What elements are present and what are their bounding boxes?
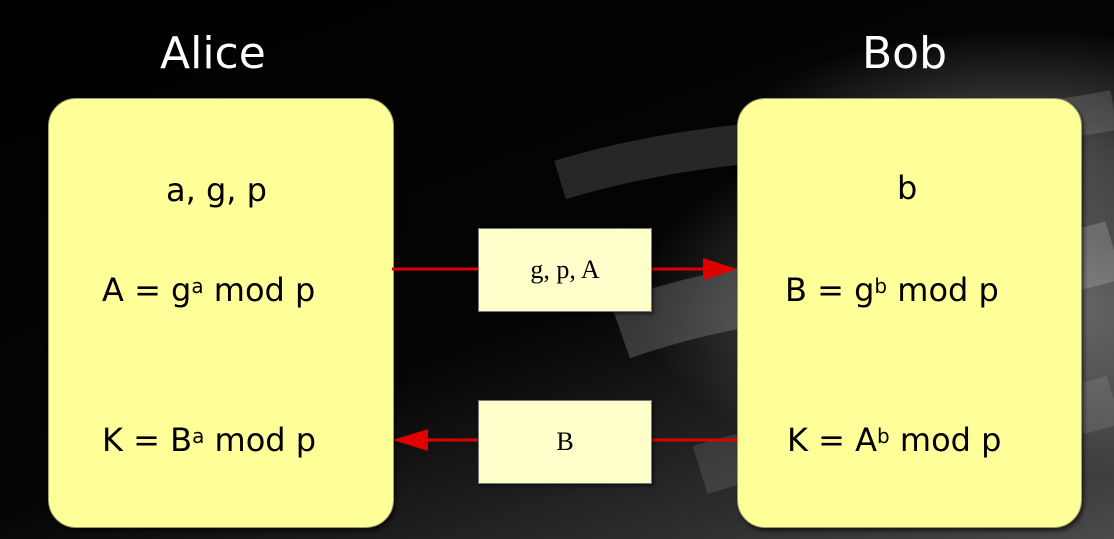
alice-variables: a, g, p xyxy=(166,171,267,209)
arrow-head-to-alice xyxy=(393,429,428,451)
bob-public-value: B = gb mod p xyxy=(785,270,999,310)
alice-public-lhs: A = g xyxy=(102,271,192,309)
message-to-bob: g, p, A xyxy=(478,228,652,312)
alice-panel xyxy=(48,98,394,528)
alice-name: Alice xyxy=(160,28,266,79)
bob-key-rhs: mod p xyxy=(889,421,1002,459)
bob-shared-key: K = Ab mod p xyxy=(787,420,1001,460)
alice-key-lhs: K = B xyxy=(102,421,193,459)
message-to-alice: B xyxy=(478,400,652,484)
bob-key-lhs: K = A xyxy=(787,421,878,459)
alice-public-value: A = ga mod p xyxy=(102,270,315,310)
alice-key-exponent: a xyxy=(192,424,205,448)
bob-name: Bob xyxy=(862,28,948,79)
bob-panel xyxy=(737,98,1082,528)
arrow-head-to-bob xyxy=(703,258,737,280)
alice-public-rhs: mod p xyxy=(203,271,316,309)
bob-public-exponent: b xyxy=(874,274,888,298)
bob-public-rhs: mod p xyxy=(887,271,999,309)
bob-variables: b xyxy=(897,169,918,207)
alice-public-exponent: a xyxy=(191,274,204,298)
alice-key-rhs: mod p xyxy=(204,421,317,459)
bob-key-exponent: b xyxy=(877,424,890,448)
alice-shared-key: K = Ba mod p xyxy=(102,420,316,460)
bob-public-lhs: B = g xyxy=(785,271,875,309)
